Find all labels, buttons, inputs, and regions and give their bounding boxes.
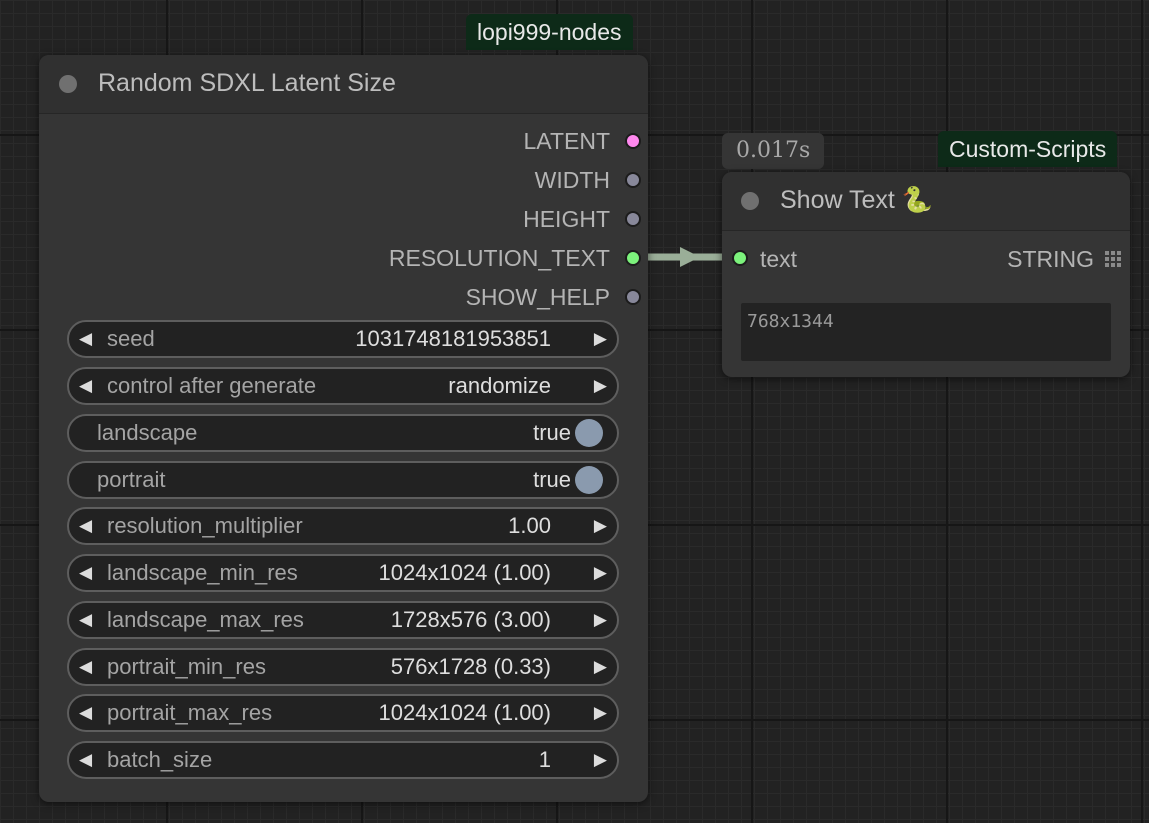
widget-label: portrait_max_res xyxy=(107,700,273,725)
output-label: HEIGHT xyxy=(523,206,610,232)
widget-portrait-toggle[interactable]: portrait true xyxy=(67,461,619,499)
string-slot-dot-icon[interactable] xyxy=(625,289,641,305)
increment-arrow-icon[interactable]: ▶ xyxy=(593,610,607,629)
output-label: STRING xyxy=(1007,246,1094,272)
node-badge-custom-scripts: Custom-Scripts xyxy=(938,131,1118,167)
widget-portrait-min-res[interactable]: ◀ portrait_min_res 576x1728 (0.33) ▶ xyxy=(67,648,619,686)
decrement-arrow-icon[interactable]: ◀ xyxy=(79,329,93,348)
widget-label: portrait xyxy=(97,467,166,492)
widget-value[interactable]: randomize xyxy=(448,373,551,398)
widget-value[interactable]: 576x1728 (0.33) xyxy=(390,654,551,679)
decrement-arrow-icon[interactable]: ◀ xyxy=(79,750,93,769)
decrement-arrow-icon[interactable]: ◀ xyxy=(79,516,93,535)
widget-batch-size[interactable]: ◀ batch_size 1 ▶ xyxy=(67,741,619,779)
collapse-dot-icon[interactable] xyxy=(59,75,77,93)
decrement-arrow-icon[interactable]: ◀ xyxy=(79,703,93,722)
increment-arrow-icon[interactable]: ▶ xyxy=(593,516,607,535)
widget-portrait-max-res[interactable]: ◀ portrait_max_res 1024x1024 (1.00) ▶ xyxy=(67,694,619,732)
widget-resolution-multiplier[interactable]: ◀ resolution_multiplier 1.00 ▶ xyxy=(67,507,619,545)
toggle-knob-icon[interactable] xyxy=(575,419,603,447)
widget-value[interactable]: 1024x1024 (1.00) xyxy=(378,700,551,725)
widget-label: portrait_min_res xyxy=(107,654,266,679)
increment-arrow-icon[interactable]: ▶ xyxy=(593,329,607,348)
widget-label: landscape_max_res xyxy=(107,607,304,632)
widget-landscape-max-res[interactable]: ◀ landscape_max_res 1728x576 (3.00) ▶ xyxy=(67,601,619,639)
decrement-arrow-icon[interactable]: ◀ xyxy=(79,376,93,395)
text-output-value: 768x1344 xyxy=(747,311,834,332)
widget-value[interactable]: 1031748181953851 xyxy=(355,326,551,351)
widget-label: landscape_min_res xyxy=(107,560,298,585)
connection-link[interactable] xyxy=(636,244,726,270)
int-slot-dot-icon[interactable] xyxy=(625,211,641,227)
execution-time-badge: 0.017s xyxy=(722,133,825,169)
widget-control-after-generate[interactable]: ◀ control after generate randomize ▶ xyxy=(67,367,619,405)
node-show-text[interactable]: Show Text 🐍 text STRING 768x1344 xyxy=(722,172,1130,377)
node-random-sdxl-latent-size[interactable]: Random SDXL Latent Size LATENT WIDTH HEI… xyxy=(39,55,648,802)
node-title: Show Text 🐍 xyxy=(780,186,933,214)
output-label: SHOW_HELP xyxy=(465,284,610,310)
increment-arrow-icon[interactable]: ▶ xyxy=(593,703,607,722)
decrement-arrow-icon[interactable]: ◀ xyxy=(79,563,93,582)
latent-slot-dot-icon[interactable] xyxy=(625,133,641,149)
widget-label: seed xyxy=(107,326,155,351)
output-label: WIDTH xyxy=(534,167,610,193)
widget-label: batch_size xyxy=(107,747,213,772)
node-title-bar[interactable]: Show Text 🐍 xyxy=(722,172,1130,231)
widget-label: control after generate xyxy=(107,373,317,398)
decrement-arrow-icon[interactable]: ◀ xyxy=(79,657,93,676)
string-slot-dot-icon[interactable] xyxy=(625,250,641,266)
string-input-slot-dot-icon[interactable] xyxy=(732,250,748,266)
widget-value[interactable]: 1024x1024 (1.00) xyxy=(378,560,551,585)
decrement-arrow-icon[interactable]: ◀ xyxy=(79,610,93,629)
toggle-knob-icon[interactable] xyxy=(575,466,603,494)
widget-value[interactable]: 1.00 xyxy=(508,513,551,538)
widget-value[interactable]: 1728x576 (3.00) xyxy=(390,607,551,632)
widget-seed[interactable]: ◀ seed 1031748181953851 ▶ xyxy=(67,320,619,358)
increment-arrow-icon[interactable]: ▶ xyxy=(593,750,607,769)
widget-label: resolution_multiplier xyxy=(107,513,303,538)
widget-value[interactable]: 1 xyxy=(538,747,551,772)
increment-arrow-icon[interactable]: ▶ xyxy=(593,657,607,676)
widget-label: landscape xyxy=(97,420,198,445)
increment-arrow-icon[interactable]: ▶ xyxy=(593,376,607,395)
output-label: LATENT xyxy=(523,128,610,154)
collapse-dot-icon[interactable] xyxy=(741,192,759,210)
widget-value: true xyxy=(533,467,571,492)
increment-arrow-icon[interactable]: ▶ xyxy=(593,563,607,582)
widget-landscape-toggle[interactable]: landscape true xyxy=(67,414,619,452)
output-label: RESOLUTION_TEXT xyxy=(388,245,610,271)
int-slot-dot-icon[interactable] xyxy=(625,172,641,188)
widget-landscape-min-res[interactable]: ◀ landscape_min_res 1024x1024 (1.00) ▶ xyxy=(67,554,619,592)
input-label: text xyxy=(760,246,798,272)
node-title: Random SDXL Latent Size xyxy=(98,69,396,97)
text-output-box[interactable]: 768x1344 xyxy=(741,303,1111,361)
widget-value: true xyxy=(533,420,571,445)
node-badge-lopi999: lopi999-nodes xyxy=(466,14,633,50)
node-title-bar[interactable]: Random SDXL Latent Size xyxy=(39,55,648,114)
grid-icon[interactable] xyxy=(1105,251,1121,267)
